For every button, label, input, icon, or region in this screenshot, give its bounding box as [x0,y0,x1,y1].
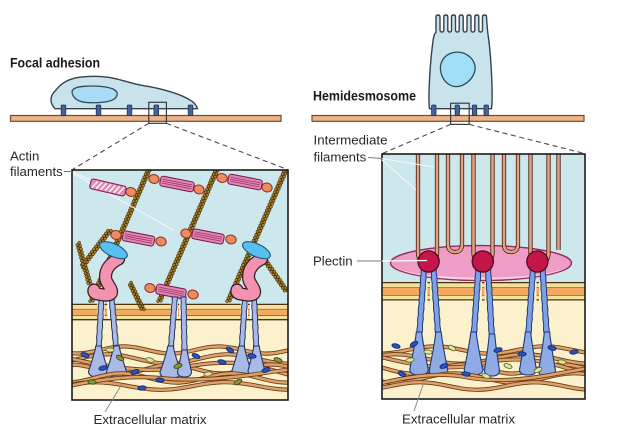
svg-text:Hemidesmosome: Hemidesmosome [313,89,416,105]
svg-text:Actin: Actin [10,149,39,164]
svg-text:Intermediate: Intermediate [314,133,388,148]
svg-text:Extracellular matrix: Extracellular matrix [402,412,515,427]
svg-text:Plectin: Plectin [313,254,353,269]
svg-text:filaments: filaments [314,150,367,165]
svg-text:Focal adhesion: Focal adhesion [10,56,100,72]
svg-text:Extracellular matrix: Extracellular matrix [94,412,207,427]
svg-text:filaments: filaments [10,164,63,179]
